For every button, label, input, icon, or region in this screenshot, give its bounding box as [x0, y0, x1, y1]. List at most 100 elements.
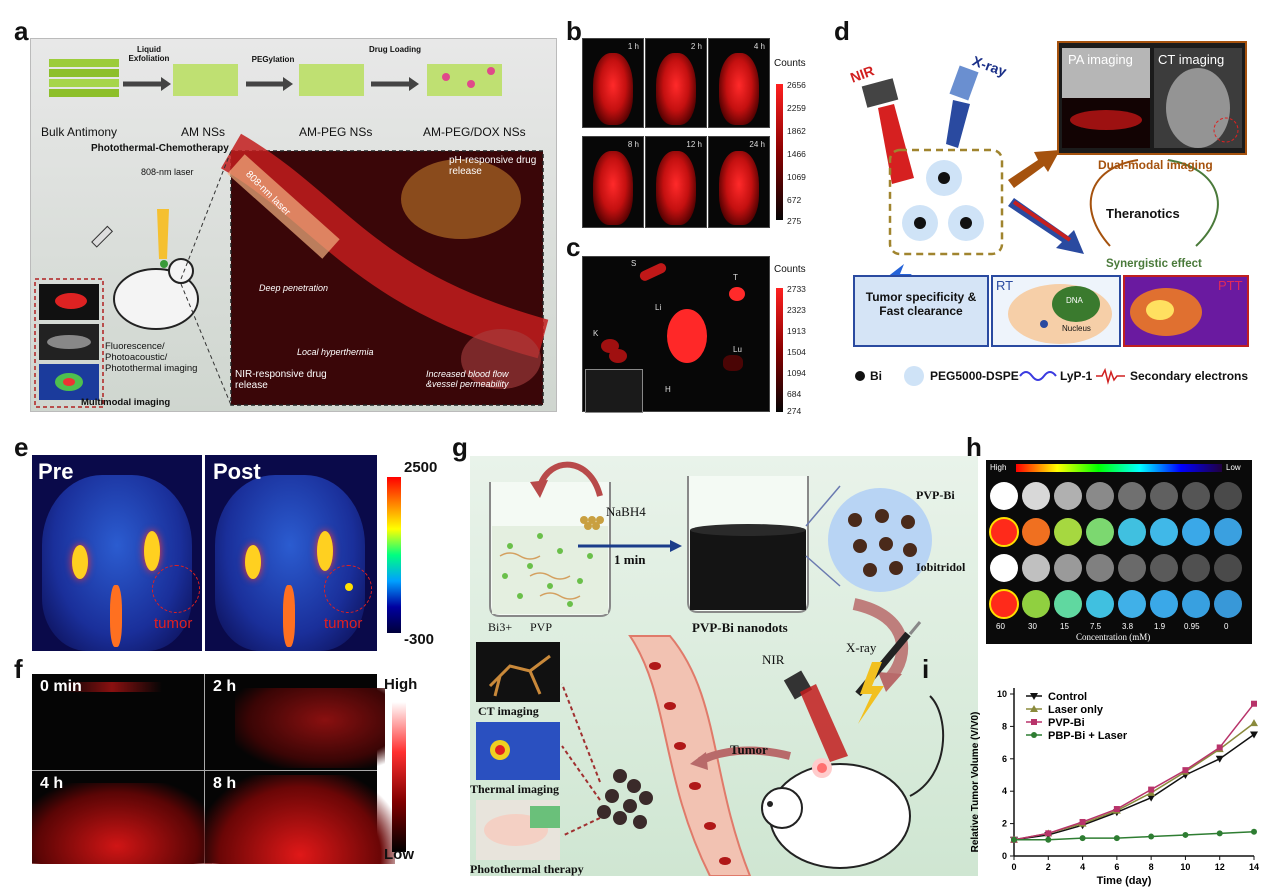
data-point: [1030, 693, 1038, 700]
e-colorbar: [387, 477, 401, 633]
y-tick-label: 10: [997, 689, 1007, 699]
b-frame-6: 24 h: [708, 136, 770, 228]
panel-d: NIR X-ray PA imaging CT imaging Dual-mod…: [848, 38, 1252, 410]
b-tick-5: 672: [787, 195, 802, 205]
e-tumor-post: tumor: [324, 615, 363, 632]
data-point: [1079, 835, 1086, 842]
g-pvp: PVP: [530, 620, 553, 634]
b-frame-4: 8 h: [582, 136, 644, 228]
step-drug-loading: Drug Loading: [369, 45, 421, 54]
data-point: [1216, 830, 1223, 837]
f-colorbar: [392, 702, 406, 852]
f-time-2: 4 h: [40, 775, 64, 792]
panel-e: Pre tumor Post tumor 2500 -300: [32, 455, 452, 655]
legend-label: Control: [1048, 691, 1087, 703]
f-frame-3: 8 h: [205, 771, 395, 864]
h-row-pvp: PVP-Bi: [916, 488, 955, 502]
h-conc-5: 1.9: [1154, 622, 1166, 631]
f-time-0: 0 min: [40, 678, 82, 695]
x-tick-label: 0: [1011, 862, 1016, 872]
h-conc-0: 60: [996, 622, 1005, 631]
organ-li: Li: [655, 303, 662, 312]
c-colorbar: [776, 288, 783, 412]
g-ions: Bi3+: [488, 620, 513, 634]
organ-t: T: [733, 273, 738, 282]
panel-e-label: e: [14, 432, 29, 462]
c-tick-3: 1504: [787, 347, 806, 357]
f-time-1: 2 h: [213, 678, 237, 695]
series-line: [1013, 733, 1255, 841]
d-legend-peg: PEG5000-DSPE: [930, 369, 1019, 383]
series-line: [1013, 703, 1255, 841]
f-frame-2: 4 h: [32, 771, 212, 864]
data-point: [1011, 836, 1017, 843]
data-point: [1113, 806, 1120, 813]
stage-am-peg: AM-PEG NSs: [299, 125, 373, 139]
x-tick-label: 8: [1149, 862, 1154, 872]
bulk-antimony-sheets: [49, 59, 119, 97]
laser-beam: [157, 209, 169, 259]
g-ct-label: CT imaging: [478, 704, 539, 718]
stage-am-ns: AM NSs: [181, 125, 226, 139]
f-scale-low: Low: [384, 846, 414, 863]
h-conc-3: 7.5: [1090, 622, 1102, 631]
d-legend-secondary: Secondary electrons: [1130, 369, 1249, 383]
y-tick-label: 6: [1002, 754, 1007, 764]
panel-a: Liquid Exfoliation PEGylation Drug Loadi…: [30, 38, 557, 412]
panel-h-label: h: [966, 432, 982, 462]
e-pre-label: Pre: [38, 459, 74, 484]
g-time: 1 min: [614, 552, 646, 567]
c-tick-2: 1913: [787, 326, 806, 336]
h-conc-4: 3.8: [1122, 622, 1134, 631]
panel-g-label: g: [452, 432, 468, 462]
data-point: [1045, 830, 1052, 837]
d-dual-label: Dual-modal imaging: [1098, 158, 1213, 172]
x-tick-label: 12: [1215, 862, 1225, 872]
multimodal-label: Multimodal imaging: [81, 397, 171, 408]
d-tumor-spec: Tumor specificity & Fast clearance: [865, 290, 977, 318]
b-frame-3: 4 h: [708, 38, 770, 128]
b-frame-2: 2 h: [645, 38, 707, 128]
syringe: [91, 225, 114, 248]
d-theranotics-label: Theranotics: [1106, 206, 1180, 221]
d-dna-label: DNA: [1066, 296, 1083, 305]
b-tick-1: 2259: [787, 103, 806, 113]
x-tick-label: 10: [1180, 862, 1190, 872]
g-nir: NIR: [762, 652, 785, 667]
x-tick-label: 14: [1249, 862, 1259, 872]
panel-f: 0 min 2 h 4 h 8 h High Low: [32, 674, 452, 864]
data-point: [1182, 767, 1189, 774]
y-tick-label: 2: [1002, 819, 1007, 829]
c-tick-4: 1094: [787, 368, 806, 378]
e-scale-min: -300: [404, 631, 435, 648]
panel-a-label: a: [14, 16, 29, 46]
panel-g: NaBH4 1 min Bi3+ PVP PVP-Bi nanodots X-r…: [470, 456, 978, 876]
legend-label: PVP-Bi: [1048, 717, 1085, 729]
panel-f-label: f: [14, 654, 23, 684]
h-wells: [989, 482, 1242, 619]
panel-g-graphics: [476, 461, 945, 876]
c-tick-5: 684: [787, 389, 802, 399]
e-post-image: Post: [205, 455, 377, 651]
y-tick-label: 4: [1002, 786, 1007, 796]
d-legend-lyp: LyP-1: [1060, 369, 1093, 383]
g-thermal-label: Thermal imaging: [470, 782, 559, 796]
imaging-types-label: Fluorescence/ Photoacoustic/ Phototherma…: [105, 341, 198, 374]
data-point: [1148, 833, 1155, 840]
mouse-body: [113, 268, 199, 330]
d-ct-label: CT imaging: [1158, 52, 1225, 67]
d-rt-label: RT: [996, 278, 1014, 293]
c-scale-title: Counts: [774, 264, 806, 275]
laser-label: 808-nm laser: [141, 167, 194, 177]
b-tick-4: 1069: [787, 172, 806, 182]
step-pegylation: PEGylation: [251, 55, 295, 64]
am-peg-sheet: [299, 64, 364, 96]
organ-k: K: [593, 329, 599, 338]
b-tick-2: 1862: [787, 126, 806, 136]
c-tick-1: 2323: [787, 305, 806, 315]
panel-b: 1 h 2 h 4 h 8 h 12 h 24 h Counts 2656 22…: [582, 38, 814, 232]
blood-flow-label: Increased blood flow &vessel permeabilit…: [426, 369, 509, 389]
h-conc-2: 15: [1060, 622, 1069, 631]
panel-a-graphics: [34, 59, 549, 408]
data-point: [1251, 700, 1257, 707]
